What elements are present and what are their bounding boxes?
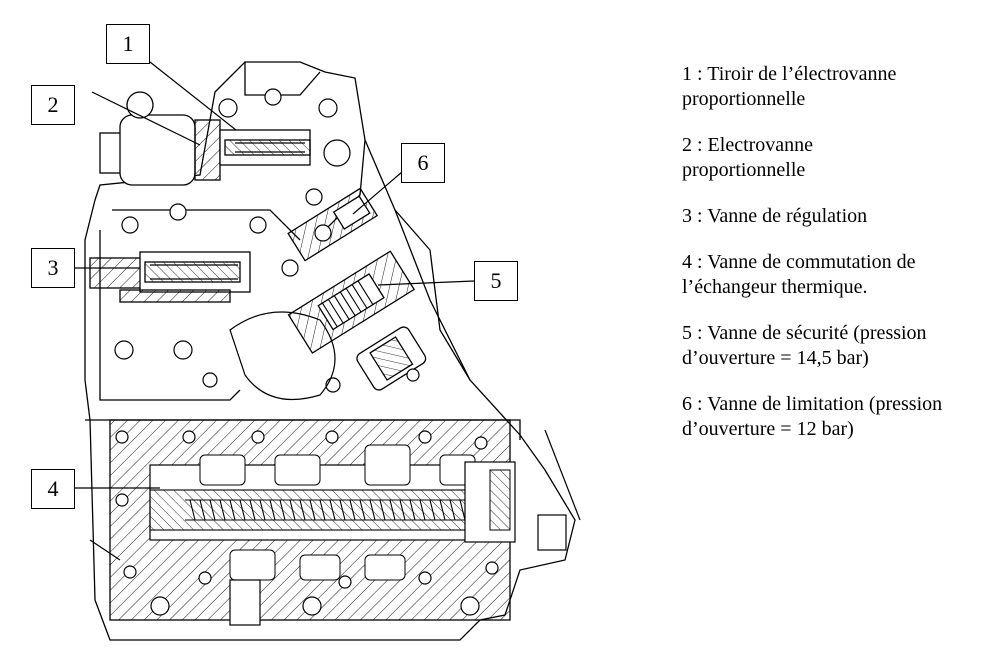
- lower-right-plug: [356, 326, 427, 391]
- legend: 1 : Tiroir de l’électrovanne proportionn…: [682, 62, 987, 463]
- upper-body-bolts: [114, 88, 420, 393]
- legend-item-1: 1 : Tiroir de l’électrovanne proportionn…: [682, 63, 897, 110]
- callout-1: 1: [106, 24, 150, 64]
- proportional-solenoid: [99, 91, 311, 186]
- legend-item-3: 3 : Vanne de régulation: [682, 205, 868, 227]
- lower-block-bolts: [115, 430, 499, 616]
- commutation-valve-block: [109, 419, 567, 626]
- callout-2: 2: [31, 85, 75, 125]
- callout-3: 3: [31, 248, 75, 288]
- callout-6: 6: [401, 143, 445, 183]
- regulation-valve: [89, 251, 251, 303]
- legend-item-2: 2 : Electrovanne proportionnelle: [682, 134, 814, 181]
- legend-item-4: 4 : Vanne de commutation de l’échangeur …: [682, 251, 916, 298]
- housing-outline: [84, 61, 576, 641]
- leader-lines: [74, 61, 475, 489]
- legend-item-6: 6 : Vanne de limitation (pression d’ouve…: [682, 393, 943, 440]
- callout-4: 4: [31, 469, 75, 509]
- callout-5: 5: [474, 261, 518, 301]
- safety-valve: [287, 250, 416, 354]
- legend-item-5: 5 : Vanne de sécurité (pression d’ouvert…: [682, 322, 927, 369]
- limitation-valve: [287, 187, 379, 262]
